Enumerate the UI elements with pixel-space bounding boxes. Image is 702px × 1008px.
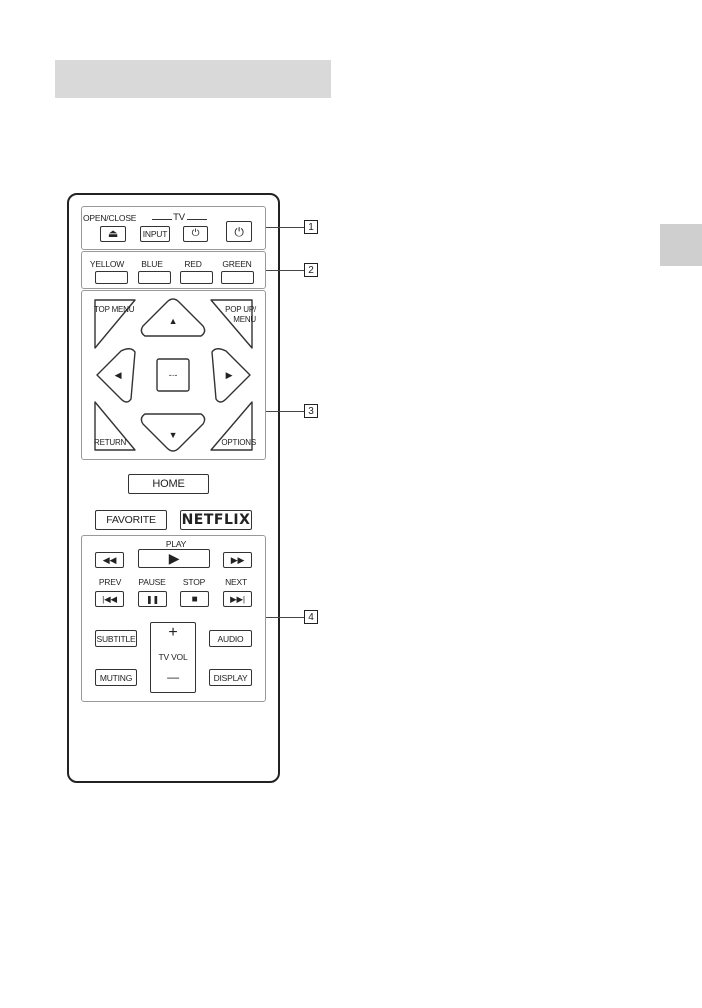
popup-menu-label-line2: MENU: [212, 315, 256, 324]
left-arrow-icon: ◀: [110, 370, 126, 381]
yellow-label: YELLOW: [86, 259, 128, 269]
netflix-button[interactable]: NETFLIX: [180, 510, 252, 530]
callout-1: 1: [304, 220, 318, 234]
forward-button[interactable]: ▶▶: [223, 552, 252, 568]
stop-label: STOP: [177, 577, 211, 587]
power-icon: ⏻: [234, 226, 243, 238]
volume-plus-icon: +: [150, 624, 196, 642]
next-label: NEXT: [219, 577, 253, 587]
tv-input-button[interactable]: INPUT: [140, 226, 170, 242]
stop-icon: ■: [192, 594, 198, 605]
prev-icon: |◀◀: [102, 594, 117, 605]
display-button[interactable]: DISPLAY: [209, 669, 252, 686]
callout-3-leader: [266, 411, 304, 412]
down-arrow-icon: ▼: [165, 430, 181, 440]
home-button[interactable]: HOME: [128, 474, 209, 494]
blue-label: BLUE: [139, 259, 165, 269]
callout-2-leader: [266, 270, 304, 271]
rewind-button[interactable]: ◀◀: [95, 552, 124, 568]
prev-button[interactable]: |◀◀: [95, 591, 124, 607]
pause-button[interactable]: ❚❚: [138, 591, 167, 607]
red-label: RED: [180, 259, 206, 269]
power-button[interactable]: ⏻: [226, 221, 252, 242]
subtitle-button[interactable]: SUBTITLE: [95, 630, 137, 647]
play-label: PLAY: [165, 539, 187, 549]
forward-icon: ▶▶: [231, 555, 244, 566]
callout-4: 4: [304, 610, 318, 624]
callout-4-leader: [266, 617, 304, 618]
callout-1-leader: [266, 227, 304, 228]
open-close-button[interactable]: ⏏: [100, 226, 126, 242]
tv-line-left: [152, 219, 172, 220]
side-tab: [660, 224, 702, 266]
yellow-button[interactable]: [95, 271, 128, 284]
tv-power-icon: ⏻: [192, 229, 200, 239]
volume-minus-icon: —: [150, 670, 196, 684]
return-label: RETURN: [94, 438, 138, 447]
up-arrow-icon: ▲: [165, 316, 181, 326]
top-menu-label: TOP MENU: [94, 305, 138, 314]
eject-icon: ⏏: [108, 229, 118, 240]
tv-line-right: [187, 219, 207, 220]
prev-label: PREV: [93, 577, 127, 587]
options-label: OPTIONS: [208, 438, 256, 447]
tv-label: TV: [172, 212, 186, 223]
stop-button[interactable]: ■: [180, 591, 209, 607]
rewind-icon: ◀◀: [103, 555, 116, 566]
callout-2: 2: [304, 263, 318, 277]
header-bar: [55, 60, 331, 98]
pause-icon: ❚❚: [146, 595, 159, 604]
green-button[interactable]: [221, 271, 254, 284]
enter-icon: -·-: [163, 370, 183, 380]
pause-label: PAUSE: [133, 577, 171, 587]
right-arrow-icon: ▶: [221, 370, 237, 381]
next-button[interactable]: ▶▶|: [223, 591, 252, 607]
blue-button[interactable]: [138, 271, 171, 284]
play-button[interactable]: ▶: [138, 549, 210, 568]
open-close-label: OPEN/CLOSE: [83, 213, 139, 223]
green-label: GREEN: [219, 259, 255, 269]
popup-menu-label-line1: POP UP/: [212, 305, 256, 314]
next-icon: ▶▶|: [230, 594, 245, 605]
callout-3: 3: [304, 404, 318, 418]
muting-button[interactable]: MUTING: [95, 669, 137, 686]
favorite-button[interactable]: FAVORITE: [95, 510, 167, 530]
audio-button[interactable]: AUDIO: [209, 630, 252, 647]
tv-power-button[interactable]: ⏻: [183, 226, 208, 242]
play-icon: ▶: [169, 550, 180, 567]
tv-vol-label: TV VOL: [150, 652, 196, 662]
red-button[interactable]: [180, 271, 213, 284]
